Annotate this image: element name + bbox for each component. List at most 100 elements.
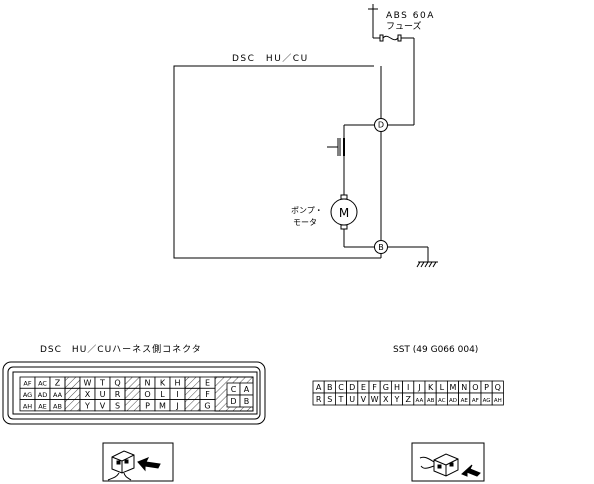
sst-terminal-label: E: [361, 383, 366, 392]
connector-side-pin: [239, 394, 254, 408]
connector-pin: [199, 399, 216, 412]
sst-illustration-right: [411, 442, 485, 482]
pin-d-label: D: [378, 121, 384, 130]
sst-terminal-label: B: [327, 383, 333, 392]
connector-pin-label: J: [175, 401, 178, 410]
connector-pin-label: U: [100, 390, 106, 399]
motor-symbol: M: [330, 194, 358, 230]
connector-pin-label: AF: [23, 380, 31, 388]
motor-label-line2: モータ: [293, 218, 317, 227]
sst-terminal-label: I: [407, 383, 409, 392]
ground-symbol: [416, 261, 438, 268]
connector-pin-label: AE: [38, 402, 47, 410]
connector-pin-label: S: [115, 401, 120, 410]
connector-pin-label: W: [84, 379, 92, 388]
sst-terminal-label: T: [338, 395, 344, 404]
sst-terminal-label: Z: [405, 395, 411, 404]
connector-blank-slot: [124, 376, 141, 389]
pin-b-terminal: B: [374, 240, 388, 254]
connector-side-pin-label: A: [244, 385, 250, 394]
sst-terminal-label: W: [371, 395, 379, 404]
connector-pin-label: Z: [55, 379, 61, 388]
sst-terminal-label: X: [383, 395, 389, 404]
connector-pin-label: AH: [23, 402, 32, 410]
sst-terminal-label: O: [472, 383, 478, 392]
connector-pin-label: X: [85, 390, 91, 399]
motor-m-label: M: [339, 206, 349, 220]
connector-pin-label: K: [160, 379, 166, 388]
connector-pin-label: M: [159, 401, 166, 410]
sst-terminal-label: K: [428, 383, 434, 392]
connector-pin-label: Y: [84, 401, 90, 410]
connector-pin-label: N: [145, 379, 151, 388]
connector-pin-label: AA: [53, 391, 63, 399]
connector-side-pin-label: B: [244, 397, 250, 406]
fuse-symbol: [372, 32, 415, 126]
connector-pin-label: R: [115, 390, 121, 399]
sst-terminal-label: A: [316, 383, 322, 392]
fuse-rating-label: ABS 60A: [386, 11, 435, 21]
motor-label-line1: ポンプ・: [291, 206, 323, 215]
connector-side-pin-label: D: [230, 397, 236, 406]
connector-blank-slot: [64, 399, 81, 412]
sst-terminal-label: L: [440, 383, 445, 392]
sst-terminal: [491, 392, 504, 406]
sst-terminal-label: H: [394, 383, 400, 392]
connector-blank-slot: [124, 399, 141, 412]
sst-terminal-label: U: [349, 395, 355, 404]
connector-pin-label: AG: [23, 391, 32, 399]
connector-blank-slot: [184, 376, 201, 389]
sst-terminal-label: AD: [449, 398, 457, 404]
sst-terminal-label: R: [316, 395, 322, 404]
sst-terminal-label: AF: [472, 398, 479, 404]
connector-pin-label: E: [205, 379, 210, 388]
connector-pin-label: O: [144, 390, 150, 399]
connector-pin-label: V: [100, 401, 106, 410]
sst-terminal-label: Y: [394, 395, 400, 404]
connector-blank-slot: [184, 387, 201, 400]
connector-blank-slot: [124, 387, 141, 400]
sst-terminal-label: F: [372, 383, 377, 392]
connector-blank-slot: [64, 376, 81, 389]
sst-title: SST (49 G066 004): [393, 345, 478, 355]
sst-terminal-label: AC: [438, 398, 446, 404]
power-source: [368, 4, 378, 32]
unit-title: DSC HU／CU: [232, 53, 309, 64]
connector-pin-label: I: [176, 390, 178, 399]
sst-terminal-label: AH: [494, 398, 502, 404]
sst-terminal-label: D: [349, 383, 355, 392]
connector-pin-label: AB: [53, 402, 62, 410]
connector-blank-slot: [184, 399, 201, 412]
sst-terminal-label: N: [461, 383, 467, 392]
sst-terminal-label: AA: [416, 398, 424, 404]
fuse-name-label: フューズ: [386, 20, 422, 32]
pin-d-terminal: D: [374, 118, 388, 132]
sst-terminal-label: J: [417, 383, 420, 392]
connector-pin-label: T: [99, 379, 105, 388]
sst-terminal-label: M: [450, 383, 457, 392]
sst-terminal-label: P: [484, 383, 489, 392]
sst-terminal-label: V: [361, 395, 367, 404]
connector-pin-label: L: [160, 390, 165, 399]
sst-terminal-label: C: [338, 383, 344, 392]
connector-blank-slot: [64, 387, 81, 400]
connector-pin-label: Q: [114, 379, 120, 388]
sst-terminal-label: AG: [483, 398, 491, 404]
sst-terminal-label: Q: [495, 383, 501, 392]
sst-terminal-label: G: [383, 383, 389, 392]
connector-illustration-left: [102, 442, 174, 482]
sst-terminal-label: S: [327, 395, 332, 404]
connector-pin-label: P: [145, 401, 150, 410]
motor-circuit-wiring: [343, 124, 429, 262]
connector-pin-label: G: [204, 401, 210, 410]
connector-title: DSC HU／CUハーネス側コネクタ: [40, 343, 202, 355]
connector-pin-label: AD: [38, 391, 47, 399]
connector-pin-label: AC: [38, 380, 47, 388]
pin-b-label: B: [378, 243, 384, 252]
relay-contact: [327, 138, 345, 156]
connector-pin-label: H: [174, 379, 180, 388]
sst-terminal-label: AE: [461, 398, 469, 404]
